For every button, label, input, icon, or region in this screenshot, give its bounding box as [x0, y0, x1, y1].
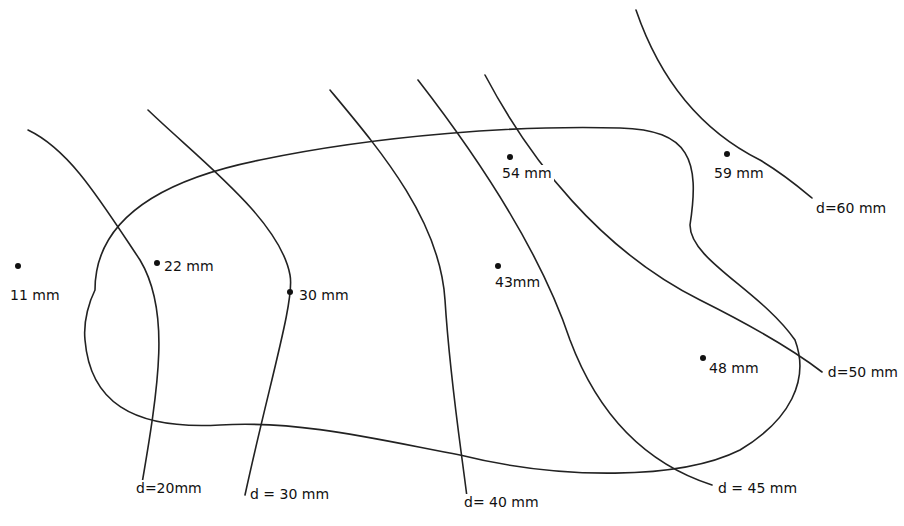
value-label: 59 mm: [712, 165, 766, 182]
value-label: 22 mm: [162, 258, 216, 275]
value-label: 30 mm: [297, 287, 351, 304]
value-label: 11 mm: [8, 287, 62, 304]
isoline: [636, 10, 812, 198]
isoline: [485, 75, 822, 372]
value-label: 43mm: [493, 274, 542, 291]
isoline-label: d=50 mm: [826, 364, 900, 381]
isoline-label: d=60 mm: [814, 200, 888, 217]
value-label: 48 mm: [707, 360, 761, 377]
station-dot: [724, 151, 730, 157]
isoline: [28, 130, 159, 495]
value-label: 54 mm: [500, 165, 554, 182]
isoline: [330, 90, 468, 505]
station-dot: [700, 355, 706, 361]
isoline: [148, 110, 291, 495]
station-dot: [15, 263, 21, 269]
isoline-label: d = 30 mm: [248, 486, 331, 503]
isoline-label: d= 40 mm: [462, 494, 541, 511]
station-dot: [495, 263, 501, 269]
station-dot: [507, 154, 513, 160]
isoline-label: d = 45 mm: [716, 480, 799, 497]
isoline-label: d=20mm: [134, 480, 204, 497]
catchment-boundary: [85, 127, 800, 473]
station-dot: [287, 289, 293, 295]
station-dot: [154, 260, 160, 266]
